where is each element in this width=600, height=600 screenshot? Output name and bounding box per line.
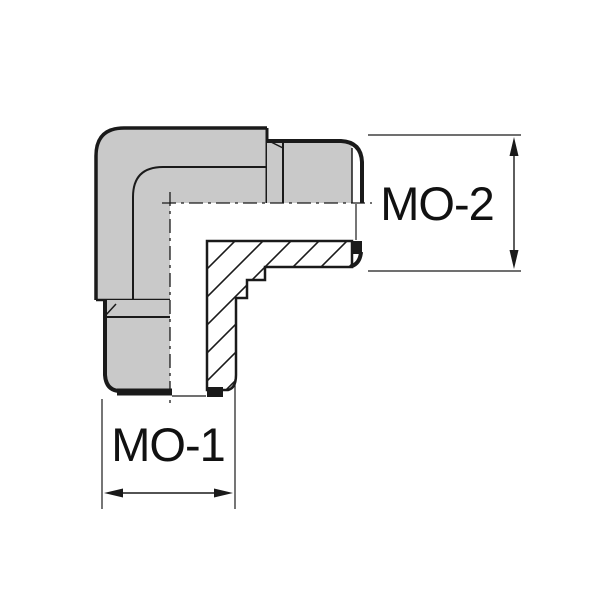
bottom-port-thread-runout-diagonal bbox=[104, 303, 117, 317]
elbow-body-fill bbox=[96, 128, 267, 300]
mo2-arrowhead-up bbox=[509, 137, 519, 156]
right-port-section-end-corner bbox=[351, 251, 363, 268]
mo1-arrowhead-right bbox=[214, 488, 233, 498]
bottom-port-fill bbox=[105, 300, 170, 389]
right-port bbox=[267, 139, 364, 203]
dimension-mo1: MO-1 bbox=[101, 379, 236, 509]
dimension-mo2: MO-2 bbox=[368, 134, 521, 272]
bottom-port-section-thread-chamfer bbox=[207, 387, 223, 397]
bottom-port-outline bbox=[103, 300, 120, 393]
right-port-fill bbox=[267, 141, 352, 203]
mo1-arrowhead-left bbox=[104, 488, 123, 498]
mo2-label: MO-2 bbox=[380, 177, 494, 230]
right-port-outline bbox=[267, 139, 364, 203]
elbow-body-outer-edge bbox=[94, 126, 267, 300]
section-hatch-region bbox=[205, 239, 354, 392]
right-port-thread-runout-diagonal bbox=[270, 141, 284, 149]
right-port-section-thread-chamfer bbox=[351, 241, 362, 254]
bottom-port bbox=[103, 300, 172, 396]
section-cut bbox=[172, 204, 363, 397]
centerlines bbox=[162, 192, 372, 406]
mo2-arrowhead-down bbox=[509, 250, 519, 269]
elbow-body-inner-contour bbox=[132, 166, 267, 300]
mo1-label: MO-1 bbox=[111, 418, 225, 471]
